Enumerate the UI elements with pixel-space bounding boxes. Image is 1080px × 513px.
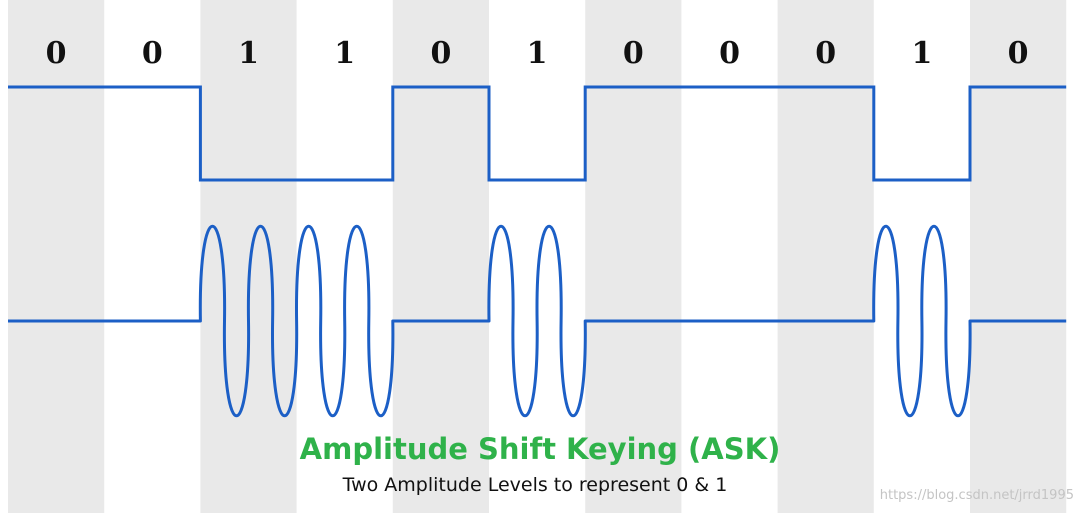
bit-label: 1 (911, 36, 932, 71)
bit-label: 0 (430, 36, 451, 71)
caption-subtitle: Two Amplitude Levels to represent 0 & 1 (342, 474, 728, 496)
bit-stripe (200, 0, 297, 513)
bit-stripe (8, 0, 105, 513)
bit-label: 0 (1008, 36, 1029, 71)
bit-label: 1 (238, 36, 259, 71)
bit-label: 0 (46, 36, 67, 71)
bit-label: 0 (815, 36, 836, 71)
bit-stripe (970, 0, 1067, 513)
digital-signal-waveform (8, 85, 1067, 182)
bit-labels: 0 0 1 1 0 1 0 0 0 1 0 (46, 36, 1029, 71)
bit-stripe (777, 0, 874, 513)
bit-label: 0 (142, 36, 163, 71)
bit-label: 0 (623, 36, 644, 71)
bit-label: 1 (334, 36, 355, 71)
bit-label: 1 (527, 36, 548, 71)
bit-label: 0 (719, 36, 740, 71)
ask-modulated-waveform (8, 225, 1067, 417)
watermark: https://blog.csdn.net/jrrd1995 (880, 488, 1074, 503)
caption-title: Amplitude Shift Keying (ASK) (300, 432, 781, 466)
